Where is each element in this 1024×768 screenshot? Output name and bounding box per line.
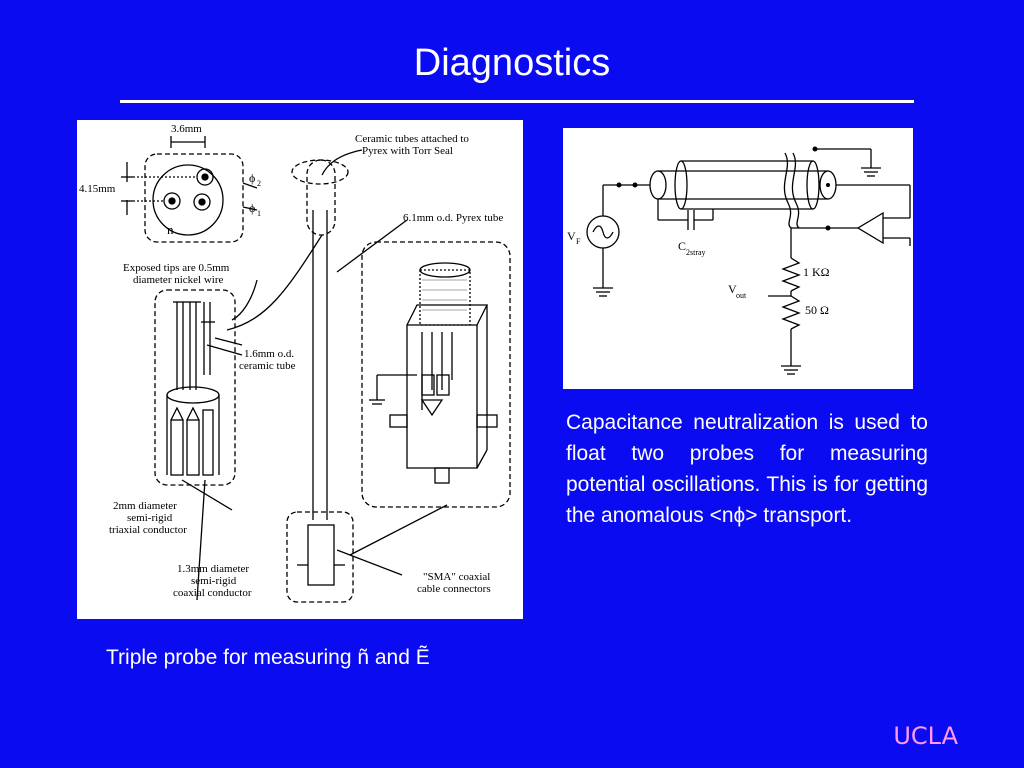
coaxial-label: 1.3mm diameter — [177, 563, 249, 575]
c2stray-subscript: 2stray — [686, 248, 706, 257]
probe-head-detail-box — [144, 153, 244, 243]
ceramic-tubes-label-2: Pyrex with Torr Seal — [362, 145, 453, 157]
n-electrode-label: n — [167, 222, 174, 237]
resistor-50-label: 50 Ω — [805, 303, 829, 317]
exposed-tips-label-2: diameter nickel wire — [133, 274, 224, 286]
description-text: Capacitance neutralization is used to fl… — [566, 411, 928, 527]
phi1-subscript: 1 — [257, 209, 261, 218]
pyrex-tube-label: 6.1mm o.d. Pyrex tube — [403, 212, 503, 224]
c2stray-label: C — [678, 239, 686, 253]
ceramic-od-label-2: ceramic tube — [239, 360, 296, 372]
coaxial-label-3: coaxial conductor — [173, 587, 252, 599]
vf-label: V — [567, 229, 576, 243]
figure-caption: Triple probe for measuring ñ and Ẽ — [106, 646, 430, 669]
ucla-logo: UCLA — [893, 722, 958, 750]
vf-subscript: F — [576, 237, 581, 246]
phi1-label: ϕ — [249, 201, 255, 215]
coaxial-label-2: semi-rigid — [191, 575, 237, 587]
vout-subscript: out — [736, 291, 747, 300]
triaxial-label-2: semi-rigid — [127, 512, 173, 524]
title-divider — [120, 100, 914, 103]
sma-label: "SMA" coaxial — [423, 571, 490, 583]
slide-title: Diagnostics — [413, 42, 611, 84]
circuit-figure: V F C 2stray 1 KΩ V out 50 Ω — [563, 128, 913, 389]
sma-label-2: cable connectors — [417, 583, 491, 595]
exposed-tips-label: Exposed tips are 0.5mm — [123, 262, 230, 274]
phi2-subscript: 2 — [257, 179, 261, 188]
ceramic-od-label: 1.6mm o.d. — [244, 348, 294, 360]
phi2-label: ϕ — [249, 171, 255, 185]
triple-probe-drawing: 3.6mm 4.15mm ϕ 2 ϕ 1 n Ceramic tubes att… — [79, 123, 511, 603]
capacitance-neutralization-circuit: V F C 2stray 1 KΩ V out 50 Ω — [567, 146, 911, 375]
dimension-height-label: 4.15mm — [79, 183, 116, 195]
triple-probe-figure: 3.6mm 4.15mm ϕ 2 ϕ 1 n Ceramic tubes att… — [77, 120, 523, 619]
triaxial-label: 2mm diameter — [113, 500, 177, 512]
dimension-width-label: 3.6mm — [171, 123, 202, 135]
resistor-1k-label: 1 KΩ — [803, 265, 830, 279]
triaxial-label-3: triaxial conductor — [109, 524, 187, 536]
vout-label: V — [728, 282, 737, 296]
ceramic-tubes-label: Ceramic tubes attached to — [355, 133, 469, 145]
